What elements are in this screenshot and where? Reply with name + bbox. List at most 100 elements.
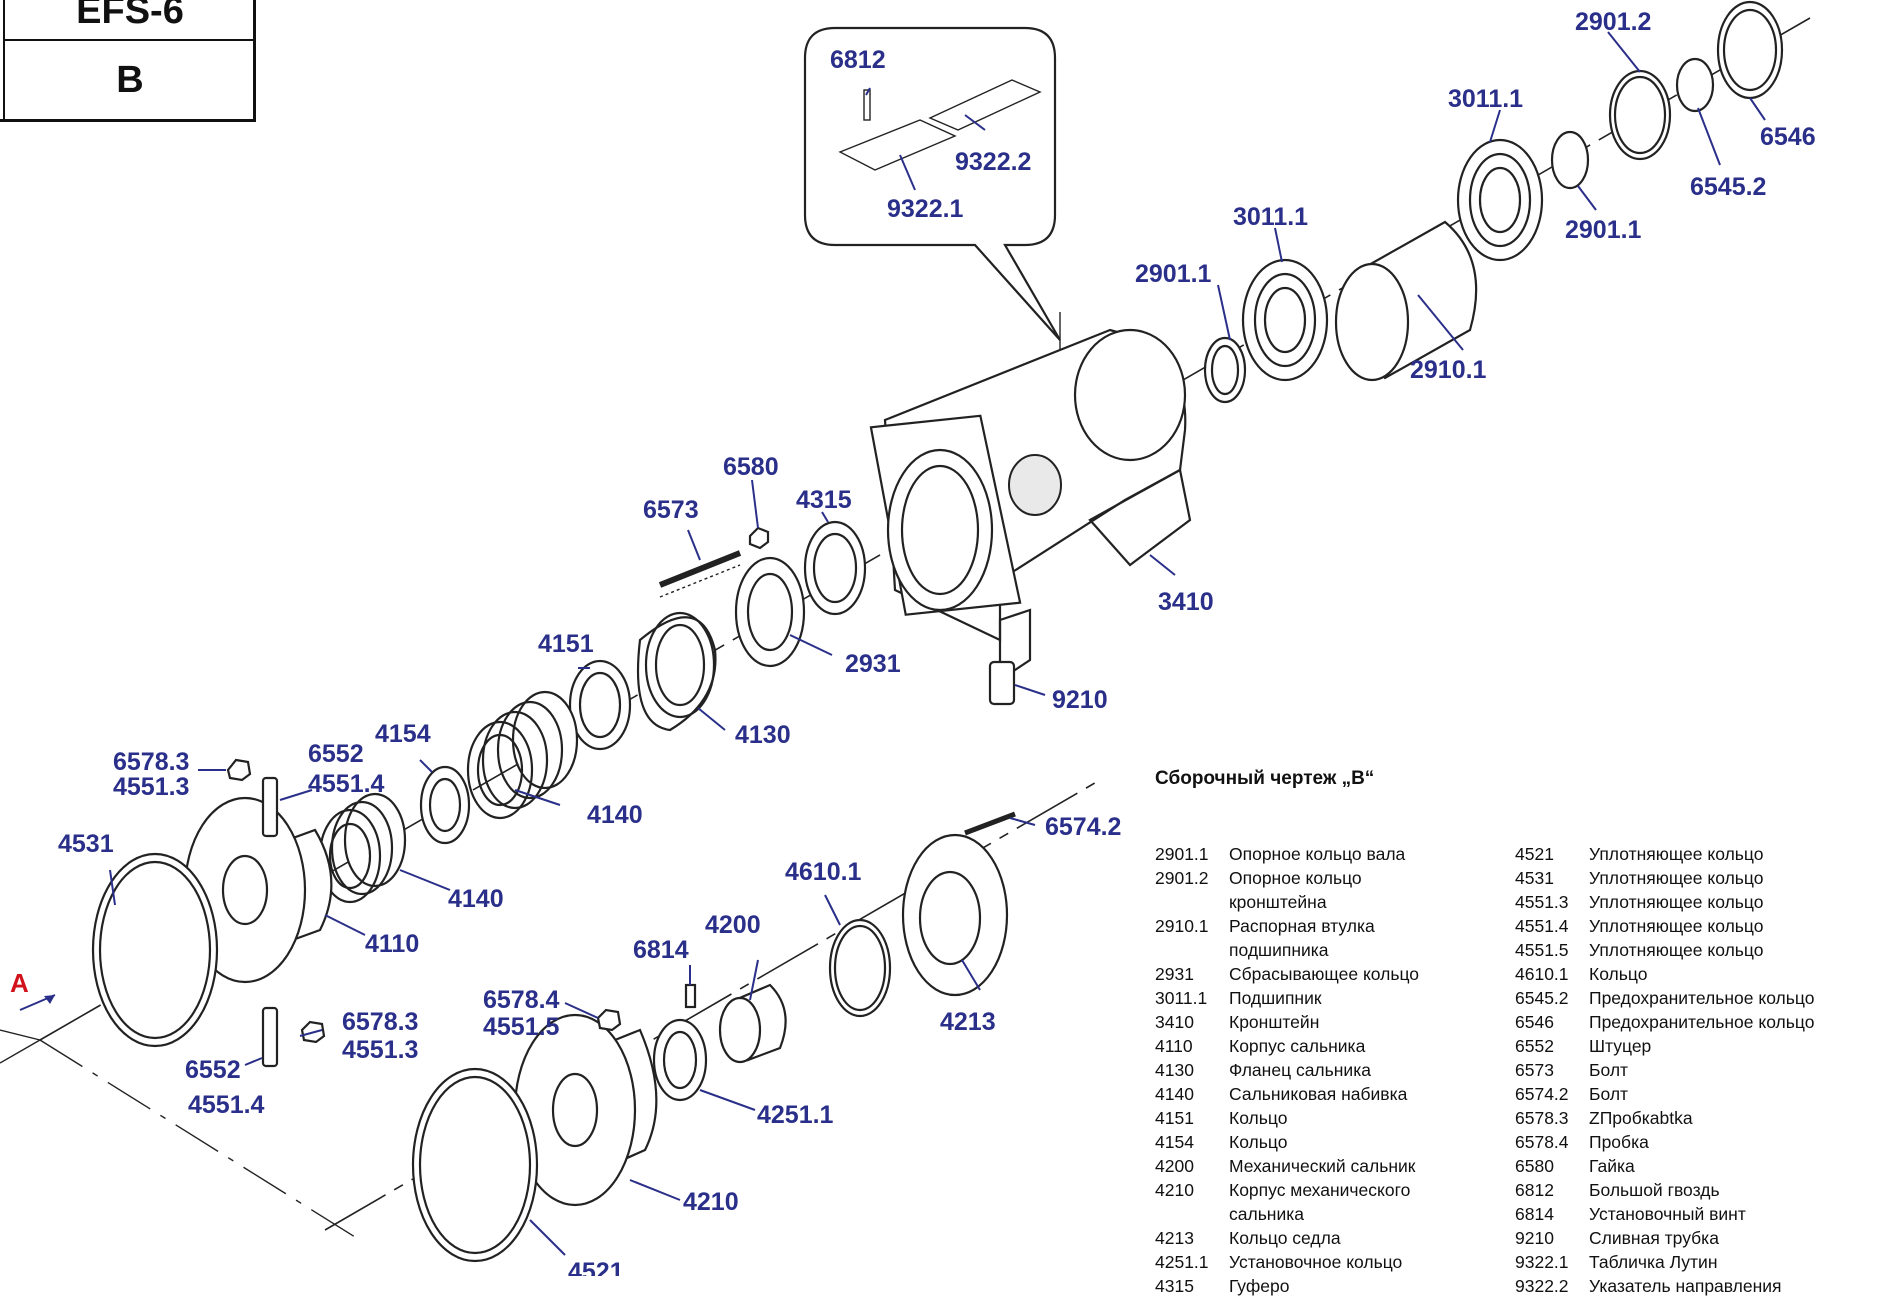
callout-6578-3-bottom: 6578.3	[342, 1008, 418, 1036]
callout-4315: 4315	[796, 486, 852, 514]
legend-part-description: Сбрасывающее кольцо	[1229, 964, 1420, 984]
sleeve-2910-1	[1334, 220, 1478, 382]
legend-part-description: Фланец сальника	[1229, 1060, 1371, 1080]
plug-6578-3-top	[226, 758, 252, 782]
legend-part-code: 4210	[1155, 1180, 1194, 1200]
bearing-bracket-3410	[869, 328, 1192, 683]
callout-2901-1-left: 2901.1	[1135, 260, 1212, 288]
legend-part-code	[1155, 890, 1229, 914]
callout-6545-2: 6545.2	[1690, 173, 1766, 201]
stud-6573	[658, 550, 742, 598]
legend-part-description: Гайка	[1589, 1156, 1635, 1176]
drain-tube-9210	[988, 660, 1016, 706]
legend-part-code: 4140	[1155, 1084, 1194, 1104]
callout-6573: 6573	[643, 496, 699, 524]
legend-part-code: 9322.1	[1515, 1252, 1569, 1272]
legend-part-code: 3011.1	[1155, 988, 1208, 1008]
pump-model-code: EFS-6	[3, 0, 255, 41]
gasket-4531	[91, 852, 219, 1048]
callout-4551-4-bottom: 4551.4	[188, 1091, 265, 1119]
legend-part-description: Предохранительное кольцо	[1589, 1012, 1815, 1032]
legend-part-description: Указатель направления	[1589, 1276, 1782, 1296]
legend-part-description: ZПробкаbtka	[1589, 1108, 1693, 1128]
gasket-4521	[411, 1067, 539, 1263]
bolt-6574-2	[964, 811, 1016, 836]
legend-row: 9322.2 Указатель направления	[1515, 1274, 1875, 1298]
ring-2901-1-right	[1550, 130, 1590, 190]
callout-3011-1-right: 3011.1	[1448, 85, 1523, 113]
seal-housing-4210	[513, 1013, 658, 1207]
plate-9322-2	[928, 79, 1042, 131]
legend-part-code: 2910.1	[1155, 916, 1209, 936]
packing-4140-left	[318, 792, 407, 904]
legend-part-code	[1155, 1202, 1229, 1226]
legend-part-description: Табличка Лутин	[1589, 1252, 1718, 1272]
callout-9322-1: 9322.1	[887, 195, 964, 223]
nipple-6552-top	[261, 776, 279, 838]
ring-4154	[419, 765, 471, 845]
mechanical-seal-4200	[718, 983, 787, 1064]
legend-part-code: 4110	[1155, 1036, 1193, 1056]
legend-row: сальника	[1155, 1202, 1485, 1226]
drawing-variant: B	[3, 41, 255, 119]
leader-lines	[109, 31, 1766, 1256]
nipple-6552-bottom	[261, 1006, 279, 1068]
title-block: A EFS-6 B	[0, 0, 256, 122]
legend-part-description: Уплотняющее кольцо	[1589, 844, 1764, 864]
circlip-6545-2	[1675, 57, 1715, 113]
legend-part-code: 6578.4	[1515, 1132, 1569, 1152]
legend-part-code: 4200	[1155, 1156, 1194, 1176]
legend-row: подшипника	[1155, 938, 1485, 962]
legend-part-description: Распорная втулка	[1229, 916, 1375, 936]
callout-4140-left: 4140	[448, 885, 504, 913]
legend-part-description: Болт	[1589, 1084, 1629, 1104]
callout-2931: 2931	[845, 650, 901, 678]
gland-flange-4130	[636, 611, 717, 732]
legend-part-description: Сальниковая набивка	[1229, 1084, 1408, 1104]
callout-4610-1: 4610.1	[785, 858, 862, 886]
callout-9322-2: 9322.2	[955, 148, 1031, 176]
seat-ring-4213	[901, 833, 1009, 997]
legend-part-description: Уплотняющее кольцо	[1589, 868, 1764, 888]
legend-part-description: подшипника	[1229, 940, 1329, 960]
legend-part-code: 9322.2	[1515, 1276, 1569, 1296]
legend-part-code: 6580	[1515, 1156, 1554, 1176]
legend-part-description: Уплотняющее кольцо	[1589, 916, 1764, 936]
legend-part-description: Подшипник	[1229, 988, 1322, 1008]
legend-part-description: Сливная трубка	[1589, 1228, 1719, 1248]
callout-3011-1-left: 3011.1	[1233, 203, 1308, 231]
legend-part-description: Кольцо	[1229, 1132, 1288, 1152]
legend-row: 4251.1 Установочное кольцо	[1155, 1250, 1485, 1274]
legend-part-code: 2931	[1155, 964, 1194, 984]
legend-row: 9322.1 Табличка Лутин	[1515, 1250, 1875, 1274]
legend-part-code: 4154	[1155, 1132, 1194, 1152]
callout-6812: 6812	[830, 46, 886, 74]
legend-part-code: 6574.2	[1515, 1084, 1569, 1104]
legend-part-description: Уплотняющее кольцо	[1589, 940, 1764, 960]
legend-part-description: Установочное кольцо	[1229, 1252, 1403, 1272]
callout-6552-bottom: 6552	[185, 1056, 241, 1084]
legend-part-description: сальника	[1229, 1204, 1305, 1224]
plate-9322-1	[838, 119, 957, 171]
setscrew-6814	[684, 983, 697, 1009]
legend-part-code: 4251.1	[1155, 1252, 1209, 1272]
legend-part-code: 4551.3	[1515, 892, 1569, 912]
bearing-3011-1-left	[1241, 258, 1329, 382]
callout-2910-1: 2910.1	[1410, 356, 1487, 384]
legend-part-code: 2901.2	[1155, 868, 1209, 888]
